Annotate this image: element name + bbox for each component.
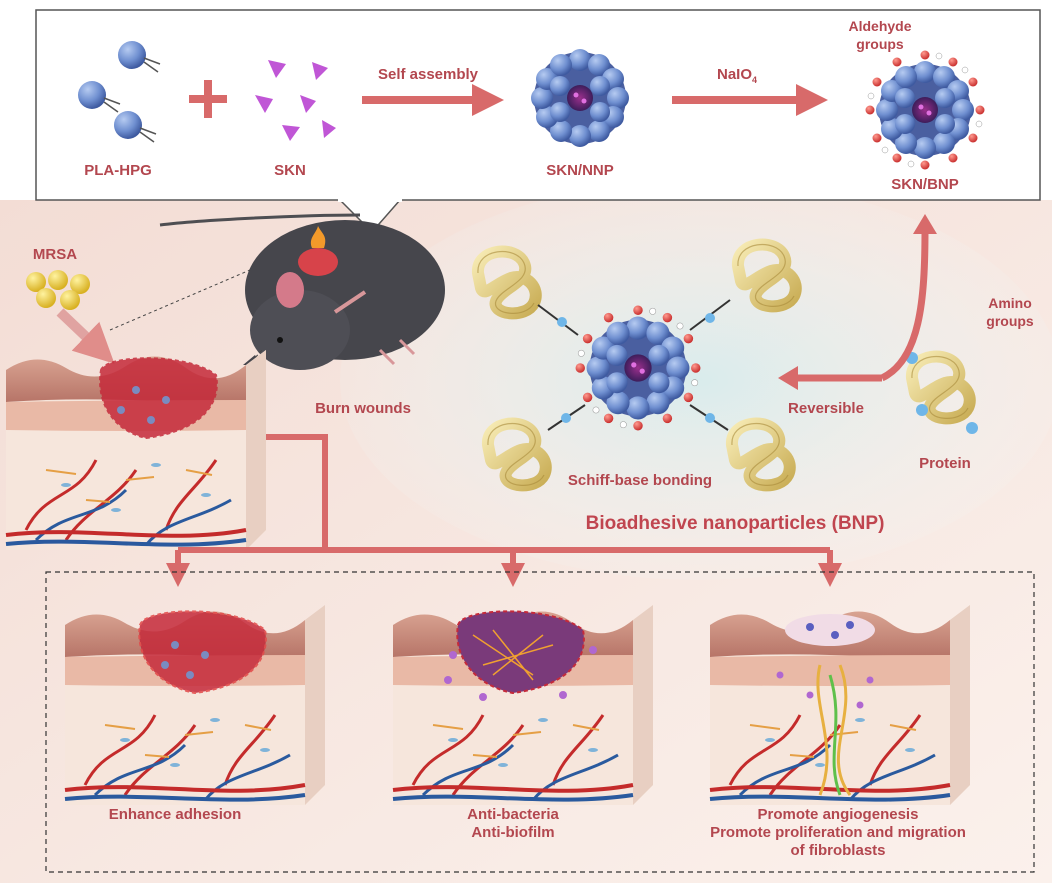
label-naio4: NaIO4 xyxy=(716,66,758,85)
skin-block-angiogenesis xyxy=(708,603,972,807)
label-burn-wounds: Burn wounds xyxy=(315,400,411,417)
plus-icon xyxy=(189,80,227,118)
label-bnp-title: Bioadhesive nanoparticles (BNP) xyxy=(585,513,885,534)
label-protein: Protein xyxy=(919,455,971,472)
label-self-assembly: Self assembly xyxy=(377,66,479,83)
label-skn: SKN xyxy=(274,162,306,179)
label-pla-hpg: PLA-HPG xyxy=(84,162,152,179)
label-skn-bnp: SKN/BNP xyxy=(891,176,959,193)
label-enhance-adhesion: Enhance adhesion xyxy=(108,806,242,823)
reversible-arrow xyxy=(785,229,929,382)
skin-block-antibacteria xyxy=(391,603,655,807)
label-skn-nnp: SKN/NNP xyxy=(546,162,614,179)
burn-skin-block xyxy=(4,348,268,552)
label-mrsa: MRSA xyxy=(32,246,78,263)
skn-drug-icon xyxy=(255,60,336,141)
pla-hpg-icon xyxy=(78,41,161,143)
label-schiff-base: Schiff-base bonding xyxy=(567,472,713,489)
label-reversible: Reversible xyxy=(788,400,864,417)
mouse-illustration xyxy=(159,213,445,370)
skin-block-adhesion xyxy=(63,603,327,807)
mrsa-icon xyxy=(26,270,90,310)
bnp-protein-complex xyxy=(478,245,796,486)
